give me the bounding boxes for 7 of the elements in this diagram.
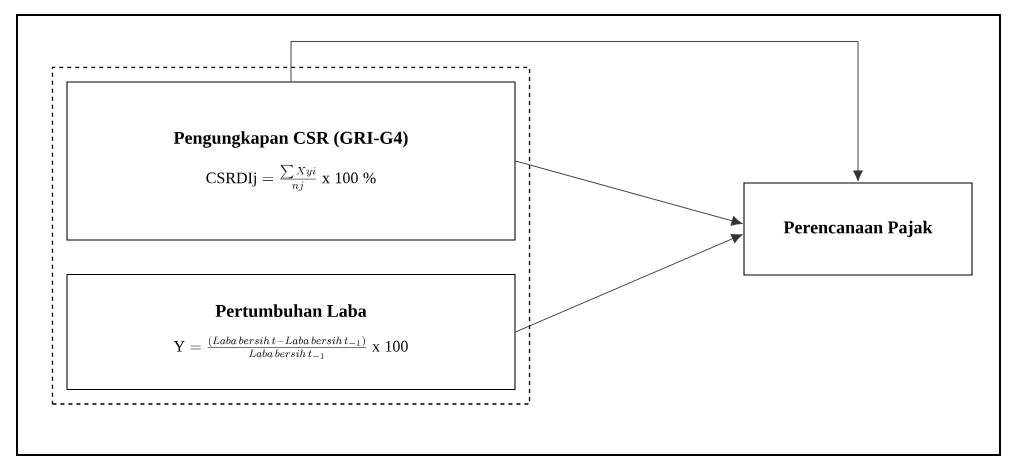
group-box <box>51 66 531 405</box>
variable-box: Pengungkapan CSR (GRI-G4) $\mathrm{CSRDIj} = \frac{\sum Xyi}{nj}\ \mathrm{x\ 100\ \%}$ <box>66 81 516 241</box>
arrow <box>290 41 863 182</box>
arrow <box>515 160 743 226</box>
arrow <box>515 234 743 333</box>
variable-box: Pertumbuhan Laba $\mathrm{Y} = \frac{(Laba\,bersih\,t - Laba\,bersih\,t_{-1})}{Laba\,bersih\,t_{-1}}\ \mathrm{x\ 100}$ <box>66 273 516 390</box>
variable-box: Perencanaan Pajak <box>743 182 973 276</box>
